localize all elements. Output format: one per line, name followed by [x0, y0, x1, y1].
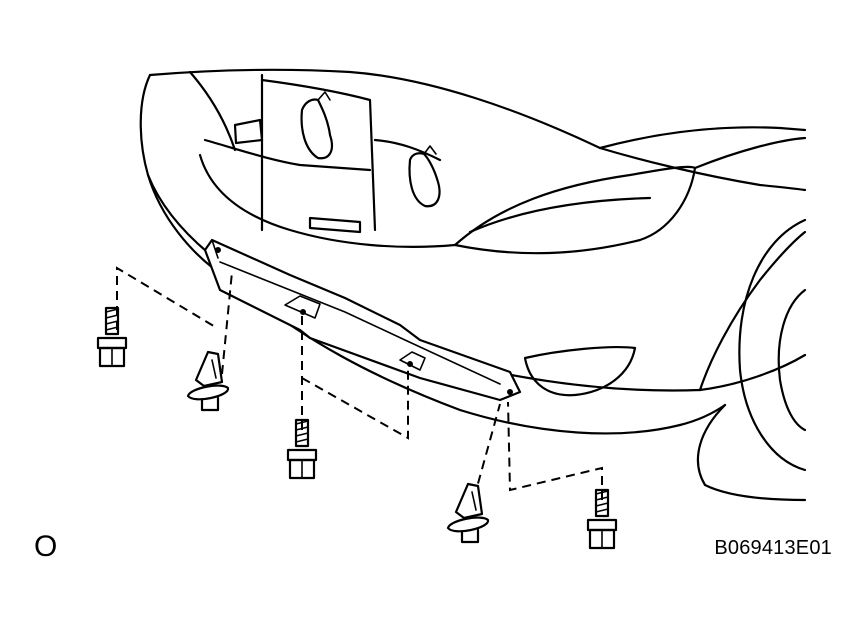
- corner-mark: O: [34, 530, 58, 563]
- screw-3: [586, 488, 618, 550]
- screw-2: [286, 418, 318, 480]
- engine-under-cover: [203, 238, 522, 402]
- screw-1: [96, 306, 128, 368]
- clip-1: [186, 350, 230, 412]
- clip-2: [446, 482, 490, 544]
- assembly-lines: [116, 266, 603, 500]
- drawing-code: B069413E01: [714, 537, 832, 559]
